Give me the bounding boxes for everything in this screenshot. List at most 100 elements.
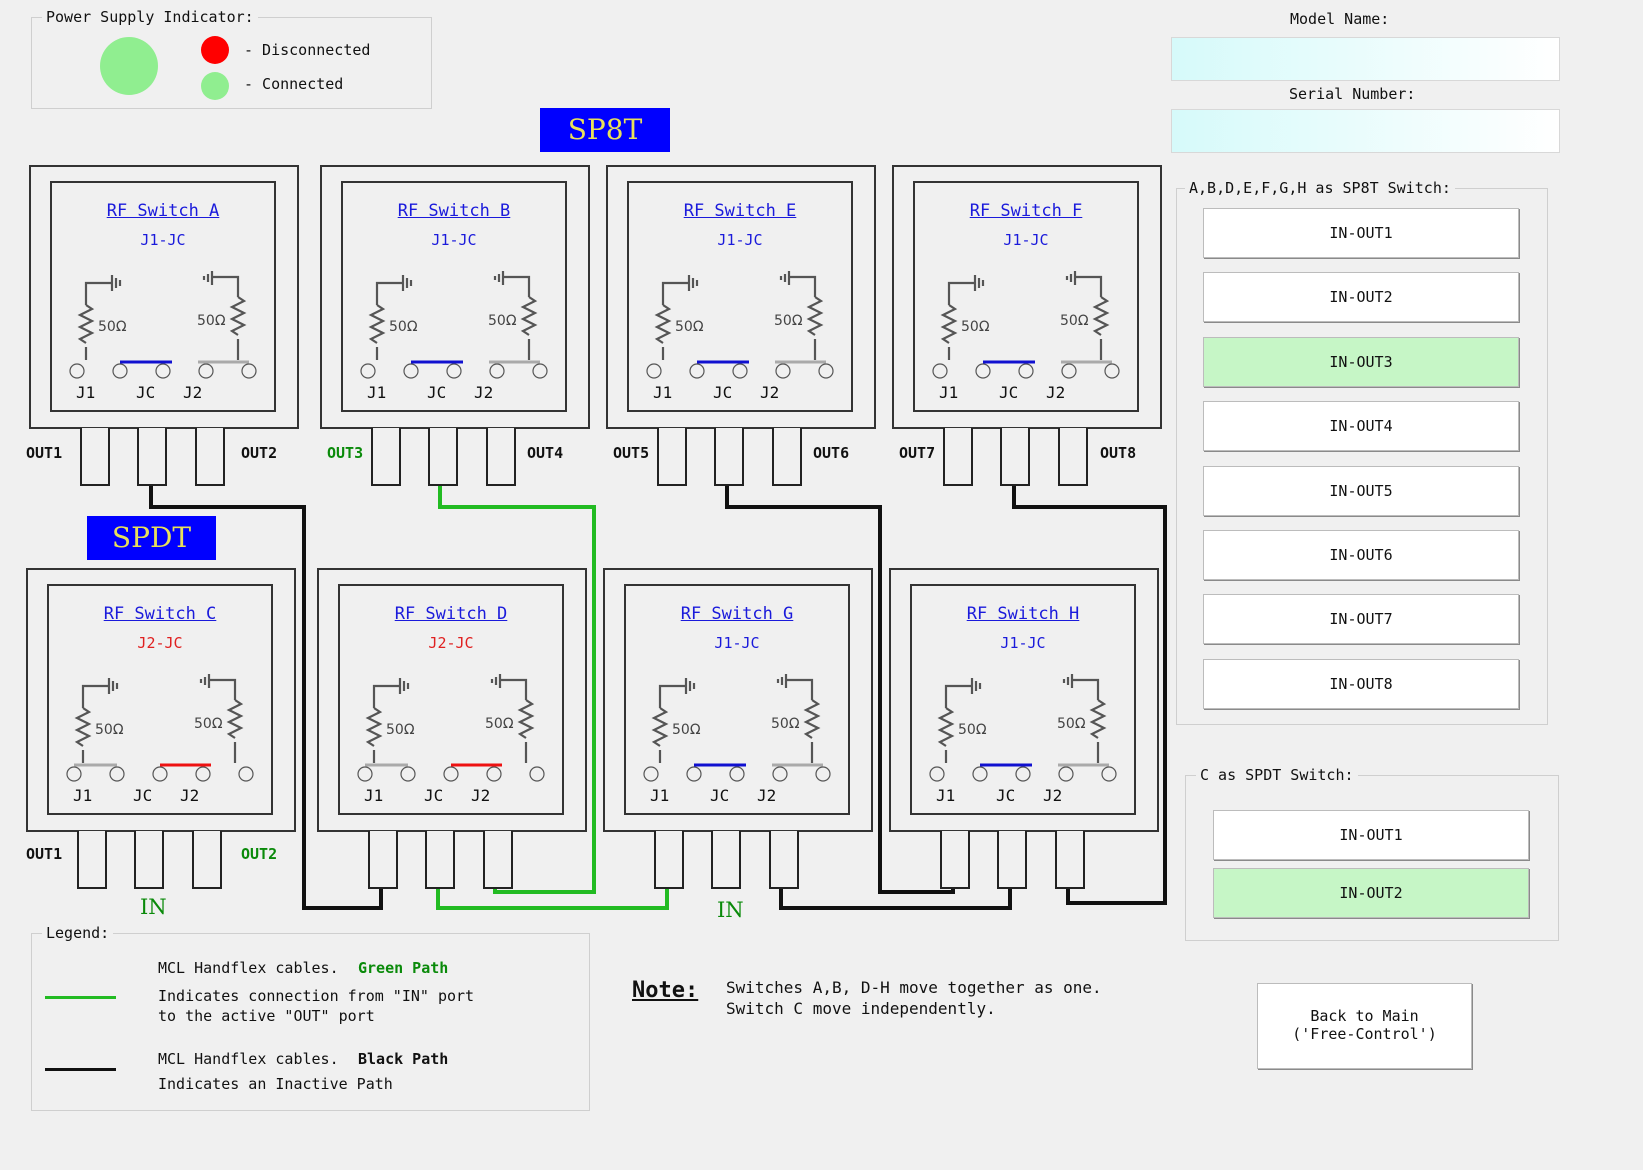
j1-port-connector: [77, 831, 107, 889]
resistor-right-label: 50Ω: [774, 313, 803, 329]
ground-left-icon: [947, 275, 985, 305]
pin-jc-label: JC: [427, 383, 447, 402]
pin-j2-label: J2: [757, 786, 777, 805]
j2-port-connector: [769, 831, 799, 889]
switch-g-schematic: 50Ω 50Ω: [651, 674, 821, 763]
black-path-sample-line: [45, 1068, 116, 1071]
contact-dot: [929, 766, 945, 782]
contact-dot: [772, 766, 788, 782]
sp8t-group-in-out8-button[interactable]: IN-OUT8: [1203, 658, 1519, 709]
resistor-left-label: 50Ω: [961, 319, 990, 335]
switch-b-state: J1-JC: [431, 231, 477, 249]
contact-dot: [446, 363, 462, 379]
pin-j1-label: J1: [939, 383, 959, 402]
sp8t-group-in-out6-button[interactable]: IN-OUT6: [1203, 530, 1519, 580]
pin-j1-label: J1: [367, 383, 387, 402]
green-desc-line2: to the active "OUT" port: [158, 1007, 375, 1025]
switch-e-state: J1-JC: [717, 231, 763, 249]
switch-g-state: J1-JC: [714, 634, 760, 652]
spdt-group-in-out1-button[interactable]: IN-OUT1: [1213, 810, 1529, 860]
resistor-right-icon: [1092, 296, 1110, 336]
spdt-out2-label: OUT2: [241, 845, 278, 863]
resistor-left-icon: [365, 707, 383, 747]
j2-port-connector: [192, 831, 222, 889]
sp8t-group-in-out3-button[interactable]: IN-OUT3: [1203, 336, 1519, 387]
ground-left-icon: [81, 678, 119, 708]
spdt-in-label: IN: [140, 895, 167, 919]
note-line2: Switch C move independently.: [726, 999, 996, 1018]
contact-dot: [729, 766, 745, 782]
out8-label: OUT8: [1100, 444, 1137, 462]
contact-dot: [646, 363, 662, 379]
contact-dot: [152, 766, 168, 782]
contact-dot: [66, 766, 82, 782]
contact-dot: [489, 363, 505, 379]
back-to-main-button[interactable]: Back to Main ('Free-Control'): [1257, 983, 1472, 1069]
contact-dot: [357, 766, 373, 782]
cable-d-to-g-jc: [436, 880, 669, 910]
resistor-right-icon: [226, 699, 244, 739]
contact-dot: [775, 363, 791, 379]
resistor-right-label: 50Ω: [771, 716, 800, 732]
switch-c-title-link[interactable]: RF Switch C: [103, 604, 217, 624]
switch-f-state: J1-JC: [1003, 231, 1049, 249]
ground-right-icon: [1062, 674, 1100, 700]
sp8t-group-in-out4-button[interactable]: IN-OUT4: [1203, 401, 1519, 452]
jc-port-connector: [1000, 428, 1030, 486]
cable-f-to-h-j2: [1012, 480, 1167, 905]
contact-dot: [1104, 363, 1120, 379]
switch-h-title-link[interactable]: RF Switch H: [966, 604, 1080, 624]
switch-g-title-link[interactable]: RF Switch G: [680, 604, 794, 624]
model-name-field[interactable]: [1171, 37, 1560, 81]
switch-f-title-link[interactable]: RF Switch F: [969, 201, 1083, 221]
sp8t-group-in-out1-button[interactable]: IN-OUT1: [1203, 208, 1519, 258]
sp8t-group-in-out7-button[interactable]: IN-OUT7: [1203, 594, 1519, 645]
cable-g-to-h-jc: [779, 880, 1012, 910]
resistor-left-label: 50Ω: [672, 722, 701, 738]
resistor-left-label: 50Ω: [98, 319, 127, 335]
contact-dot: [1101, 766, 1117, 782]
switch-e-title-link[interactable]: RF Switch E: [683, 201, 797, 221]
switch-b-title-link[interactable]: RF Switch B: [397, 201, 511, 221]
connected-label: - Connected: [244, 75, 344, 93]
j1-port-connector: [657, 428, 687, 486]
switch-a-title-link[interactable]: RF Switch A: [106, 201, 220, 221]
resistor-right-label: 50Ω: [197, 313, 226, 329]
sp8t-group-in-out2-button[interactable]: IN-OUT2: [1203, 272, 1519, 323]
switch-h-state: J1-JC: [1000, 634, 1046, 652]
resistor-left-icon: [77, 304, 95, 344]
contact-dot: [972, 766, 988, 782]
switch-d-title-link[interactable]: RF Switch D: [394, 604, 508, 624]
contact-dot: [443, 766, 459, 782]
ground-right-icon: [779, 271, 817, 297]
j2-port-connector: [195, 428, 225, 486]
ground-right-icon: [199, 674, 237, 700]
serial-number-field[interactable]: [1171, 109, 1560, 153]
cable-b-to-d-j2: [438, 480, 596, 894]
ground-left-icon: [372, 678, 410, 708]
spdt-group-title: C as SPDT Switch:: [1196, 766, 1358, 784]
sp8t-group-in-out5-button[interactable]: IN-OUT5: [1203, 465, 1519, 516]
contact-dot: [643, 766, 659, 782]
ground-right-icon: [493, 271, 531, 297]
j1-port-connector: [654, 831, 684, 889]
spdt-banner: SPDT: [87, 516, 216, 560]
pin-j2-label: J2: [471, 786, 491, 805]
spdt-group-in-out2-button[interactable]: IN-OUT2: [1213, 867, 1529, 918]
black-path-name: Black Path: [358, 1050, 449, 1068]
contact-dot: [198, 363, 214, 379]
black-cable-text: MCL Handflex cables.: [158, 1050, 339, 1068]
out5-label: OUT5: [613, 444, 650, 462]
sp8t-in-label: IN: [717, 898, 744, 922]
contact-dot: [1058, 766, 1074, 782]
jc-port-connector: [428, 428, 458, 486]
j2-port-connector: [1055, 831, 1085, 889]
connected-indicator-icon: [201, 72, 229, 100]
